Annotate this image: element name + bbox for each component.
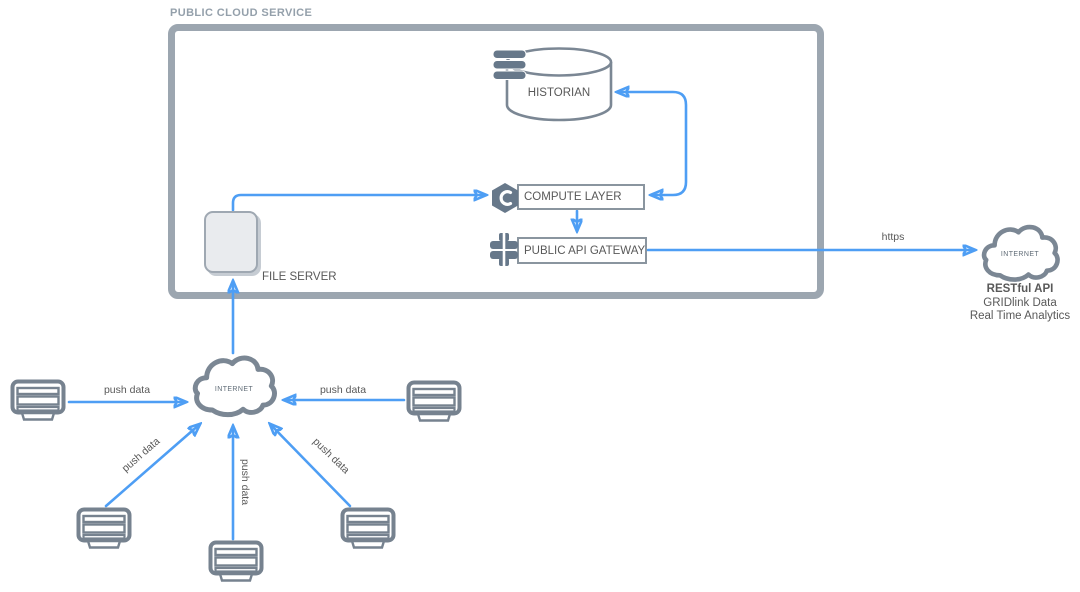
internet-hub-label: INTERNET [214, 386, 254, 393]
compute-layer-node: COMPUTE LAYER [517, 184, 645, 210]
field-device-lower-right-icon [340, 507, 396, 549]
file-server-shape [204, 211, 258, 273]
push-data-label-lower-right: push data [310, 435, 352, 477]
file-server-label: FILE SERVER [262, 271, 337, 283]
boundary-title: PUBLIC CLOUD SERVICE [170, 7, 313, 19]
compute-layer-label: COMPUTE LAYER [524, 191, 622, 203]
historian-label: HISTORIAN [527, 87, 591, 99]
field-device-left-icon [10, 379, 66, 421]
database-stack-icon [492, 50, 527, 80]
historian-database-icon [505, 47, 613, 122]
caption-restful-api: RESTful API [986, 283, 1054, 295]
https-label: https [881, 231, 905, 243]
caption-gridlink-data: GRIDlink Data [983, 296, 1057, 309]
caption-real-time-analytics: Real Time Analytics [969, 310, 1071, 322]
public-cloud-boundary [168, 24, 824, 299]
field-device-right-icon [406, 380, 462, 422]
field-device-bottom-icon [208, 540, 264, 582]
internet-right-label: INTERNET [1000, 251, 1040, 258]
internet-cloud-icon-hub [192, 355, 277, 418]
internet-cloud-icon-right [981, 224, 1060, 282]
field-device-lower-left-icon [76, 507, 132, 549]
api-gateway-node: PUBLIC API GATEWAY [517, 237, 647, 264]
push-data-label-lower-left: push data [119, 435, 163, 475]
restful-api-caption: RESTful API GRIDlink Data Real Time Anal… [950, 283, 1080, 324]
push-data-label-left: push data [103, 384, 151, 396]
api-gateway-label: PUBLIC API GATEWAY [524, 244, 646, 257]
push-data-label-bottom: push data [239, 458, 251, 506]
api-gateway-puzzle-icon [490, 233, 518, 266]
compute-hexagon-icon [492, 183, 518, 213]
push-data-label-right: push data [319, 384, 367, 396]
